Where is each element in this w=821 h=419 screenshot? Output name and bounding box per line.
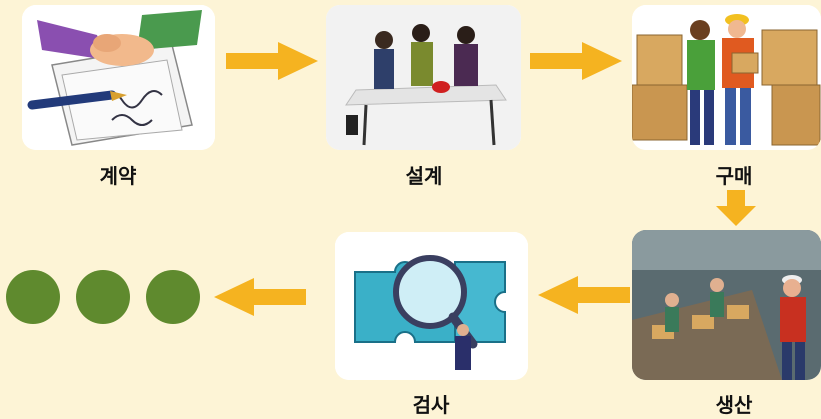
step-label-purchase: 구매 <box>715 164 753 188</box>
arrow-down-icon <box>716 190 756 226</box>
magnifier-puzzle-icon <box>335 232 528 380</box>
design-image <box>326 5 521 150</box>
continuation-dot <box>76 270 130 324</box>
production-line-icon <box>632 230 821 380</box>
inspection-image <box>335 232 528 380</box>
continuation-dot <box>6 270 60 324</box>
step-label-design: 설계 <box>405 164 443 188</box>
arrow-left-icon <box>538 276 630 314</box>
production-image <box>632 230 821 380</box>
continuation-dot <box>146 270 200 324</box>
contract-image <box>22 5 215 150</box>
step-label-production: 생산 <box>715 393 753 417</box>
step-label-inspection: 검사 <box>412 393 450 417</box>
step-label-contract: 계약 <box>99 164 137 188</box>
arrow-left-icon <box>214 278 306 316</box>
arrow-right-icon <box>226 42 318 80</box>
purchase-image <box>632 5 821 150</box>
handshake-contract-icon <box>22 5 215 150</box>
arrow-right-icon <box>530 42 622 80</box>
design-team-icon <box>326 5 521 150</box>
purchase-boxes-icon <box>632 5 821 150</box>
